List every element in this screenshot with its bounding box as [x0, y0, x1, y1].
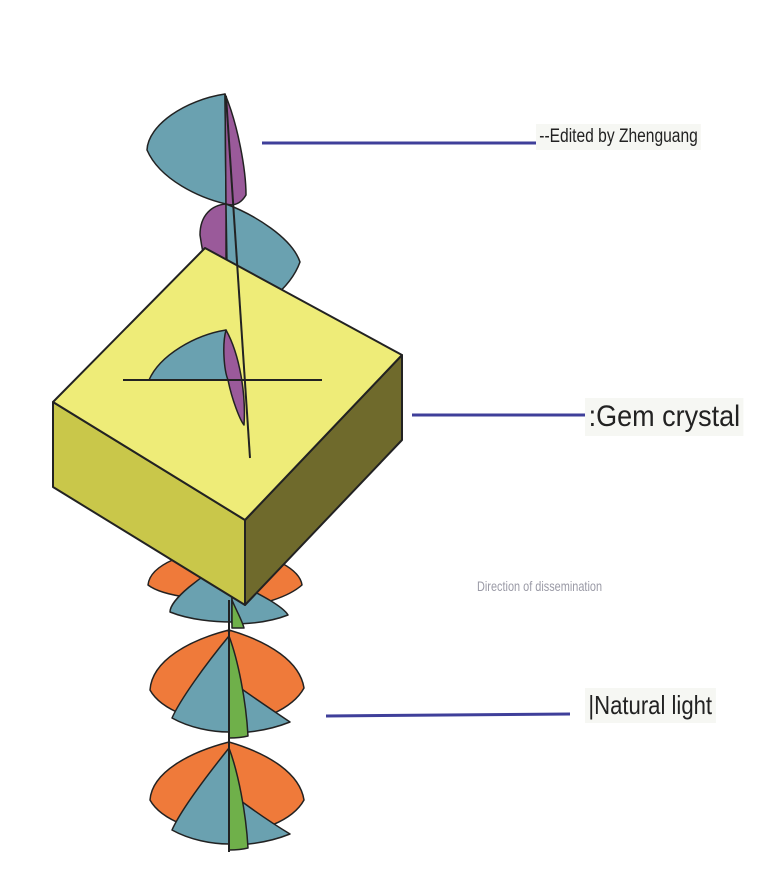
crystal-top-face — [52, 247, 403, 521]
leader-line-natural — [325, 712, 571, 718]
gem-crystal — [52, 247, 403, 606]
blue-lobe-left — [171, 747, 230, 845]
wave-in-crystal — [123, 95, 322, 459]
green-lobe — [228, 635, 249, 739]
gem-crystal-label: :Gem crystal — [585, 398, 744, 436]
blue-wave-lobe — [146, 93, 227, 205]
blue-lobe-left — [171, 635, 230, 733]
edited-by-label: --Edited by Zhenguang — [536, 124, 702, 150]
direction-label: Direction of dissemination — [477, 578, 603, 594]
purple-wave-lobe — [223, 329, 246, 426]
natural-light-label: |Natural light — [585, 688, 716, 723]
green-lobe — [228, 747, 249, 851]
leader-lines — [262, 141, 586, 718]
purple-wave-lobe — [224, 93, 247, 206]
green-lobe — [231, 599, 245, 629]
propagation-axis — [225, 95, 251, 459]
